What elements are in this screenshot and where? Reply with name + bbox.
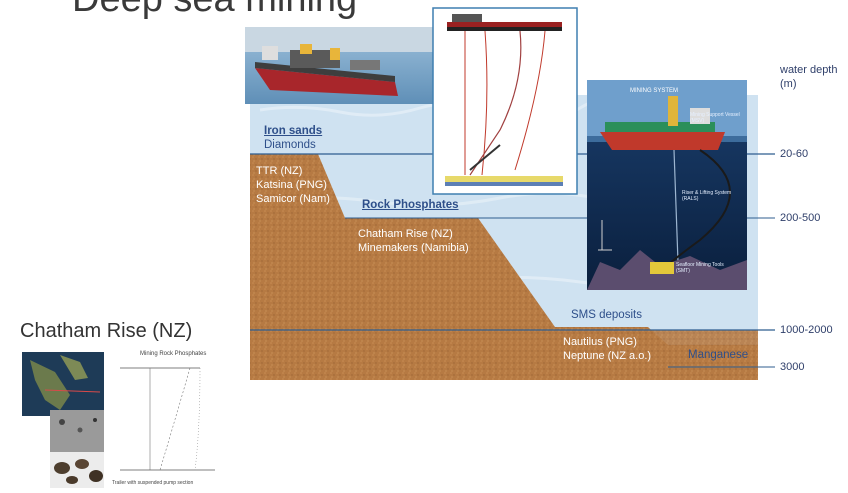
iron-sands-label: Iron sands	[264, 125, 323, 137]
chatham-rise-title: Chatham Rise (NZ)	[20, 320, 193, 342]
project-ttr: TTR (NZ)	[256, 165, 303, 177]
msv-label: Mining Support Vessel (MSV)	[690, 112, 740, 124]
project-katsina: Katsina (PNG)	[256, 179, 327, 191]
manganese-label: Manganese	[688, 349, 749, 361]
depth-axis-unit: (m)	[780, 78, 797, 90]
dredger-ship-photo	[245, 27, 433, 104]
depth-tick-200-500: 200-500	[780, 212, 821, 224]
smt-label: Seafloor Mining Tools (SMT)	[676, 262, 724, 274]
project-samicor: Samicor (Nam)	[256, 193, 330, 205]
chatham-chart-sketch	[104, 350, 234, 490]
project-minemakers: Minemakers (Namibia)	[358, 242, 469, 254]
chatham-seafloor-photo	[50, 410, 108, 452]
chatham-chart-title: Mining Rock Phosphates	[140, 351, 207, 357]
seabed-lower-band	[250, 330, 758, 380]
diamonds-label: Diamonds	[264, 139, 316, 151]
depth-tick-20-60: 20-60	[780, 148, 809, 160]
project-neptune: Neptune (NZ a.o.)	[563, 350, 652, 362]
vessel-riser-inset	[432, 7, 578, 195]
chatham-nodules-photo	[50, 452, 108, 488]
rock-phosphates-label: Rock Phosphates	[362, 199, 459, 211]
depth-tick-1000-2000: 1000-2000	[780, 324, 833, 336]
rals-label: Riser & Lifting System (RALS)	[682, 190, 732, 202]
mining-system-title: MINING SYSTEM	[630, 88, 679, 94]
project-nautilus: Nautilus (PNG)	[563, 336, 637, 348]
depth-tick-3000: 3000	[780, 361, 805, 373]
sms-deposits-label: SMS deposits	[571, 309, 642, 321]
project-chatham-rise: Chatham Rise (NZ)	[358, 228, 453, 240]
chatham-map-image	[22, 352, 104, 416]
mining-system-inset	[587, 80, 747, 290]
depth-axis-title: water depth	[780, 64, 838, 76]
chatham-chart-caption: Trailer with suspended pump section	[112, 480, 194, 486]
seabed-profile	[250, 154, 758, 380]
page-title: Deep sea mining	[72, 0, 357, 21]
